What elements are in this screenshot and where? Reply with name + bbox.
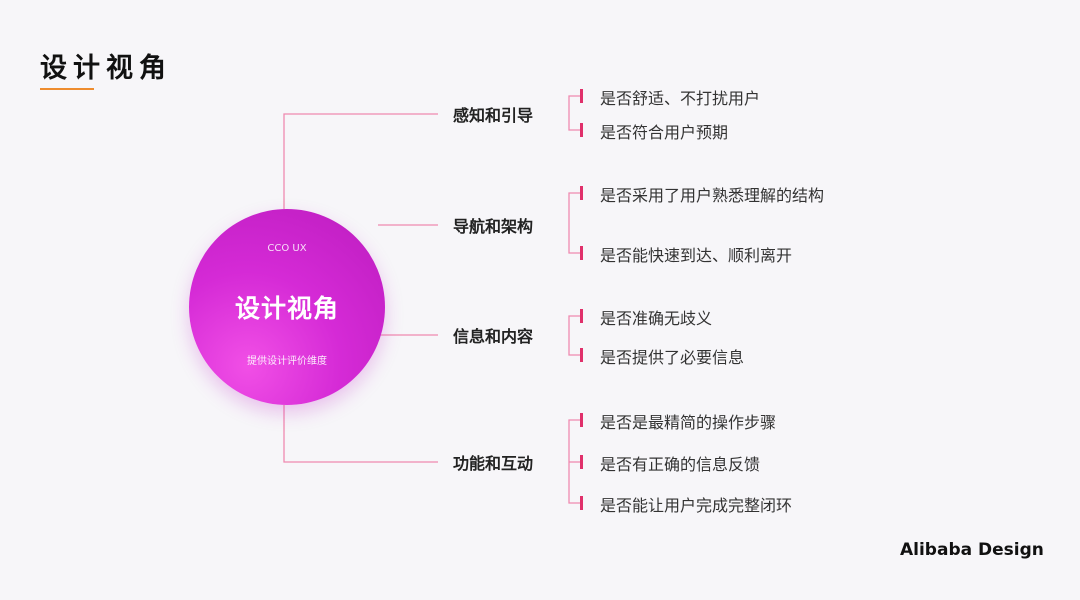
item-tick [580, 413, 583, 427]
criterion-item: 是否采用了用户熟悉理解的结构 [600, 186, 825, 205]
item-tick [580, 348, 583, 362]
hub-top-label: CCO UX [267, 243, 307, 254]
item-tick [580, 186, 583, 200]
trunk-line-top [283, 113, 438, 209]
criterion-item: 是否能让用户完成完整闭环 [600, 496, 793, 515]
item-tick [580, 246, 583, 260]
item-tick [580, 123, 583, 137]
criterion-item: 是否能快速到达、顺利离开 [600, 246, 793, 265]
bracket-group-2 [568, 192, 580, 254]
criterion-item: 是否符合用户预期 [600, 123, 729, 142]
brand-logo: Alibaba Design [900, 540, 1044, 560]
item-tick [580, 309, 583, 323]
title-underline [40, 88, 94, 90]
criterion-item: 是否是最精简的操作步骤 [600, 413, 777, 432]
page-title: 设计视角 [40, 53, 172, 84]
category-label: 功能和互动 [453, 454, 534, 473]
item-tick [580, 89, 583, 103]
hub-title: 设计视角 [234, 294, 339, 323]
criterion-item: 是否舒适、不打扰用户 [600, 89, 761, 108]
trunk-line-bottom [283, 405, 438, 463]
hub-subtitle: 提供设计评价维度 [247, 356, 327, 367]
criterion-item: 是否提供了必要信息 [600, 348, 745, 367]
criterion-item: 是否准确无歧义 [600, 309, 713, 328]
category-label: 感知和引导 [453, 106, 534, 125]
bracket-group-3 [568, 315, 580, 356]
criterion-item: 是否有正确的信息反馈 [600, 455, 761, 474]
bracket-group-1 [568, 95, 580, 131]
category-label: 导航和架构 [453, 217, 534, 236]
category-label: 信息和内容 [453, 327, 534, 346]
hub-circle: CCO UX 设计视角 提供设计评价维度 [189, 209, 385, 405]
item-tick [580, 496, 583, 510]
item-tick [580, 455, 583, 469]
